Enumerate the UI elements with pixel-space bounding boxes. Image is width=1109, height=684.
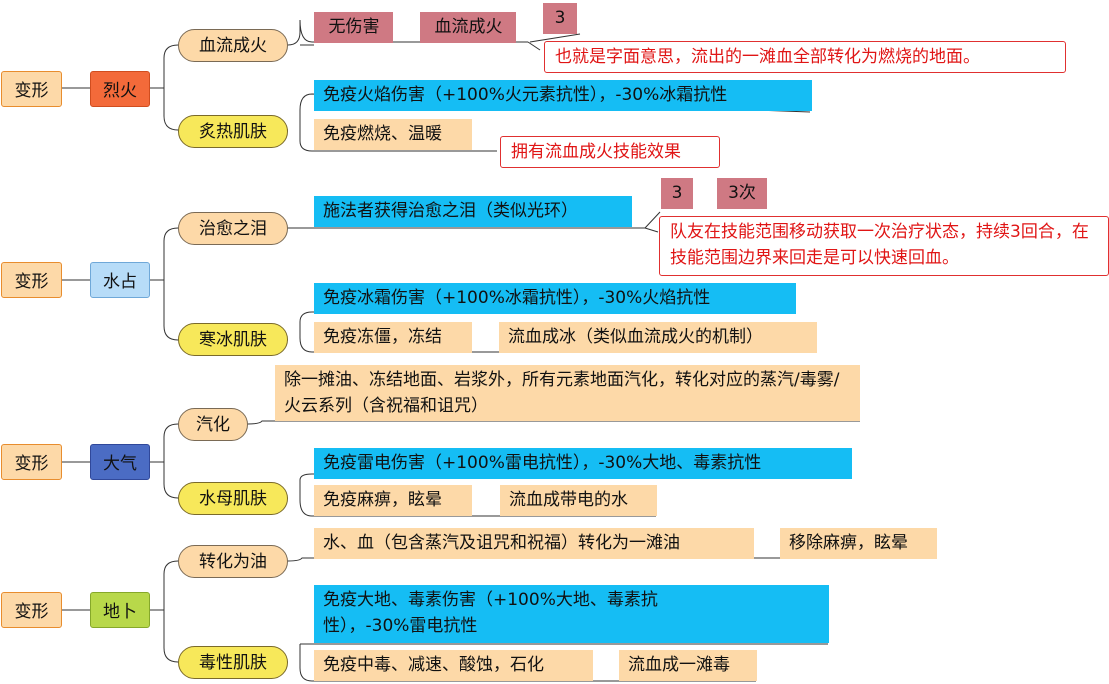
subtopic-node[interactable]: 转化为油: [178, 545, 288, 578]
note-box[interactable]: 也就是字面意思，流出的一滩血全部转化为燃烧的地面。: [544, 41, 1066, 73]
immunity-damage-box[interactable]: 免疫火焰伤害（+100%火元素抗性），-30%冰霜抗性: [314, 80, 812, 111]
immunity-status-box[interactable]: 免疫燃烧、温暖: [314, 119, 472, 150]
count-badge[interactable]: 3: [661, 178, 693, 209]
extra-box[interactable]: 流血成冰（类似血流成火的机制）: [499, 322, 817, 353]
note-box[interactable]: 队友在技能范围移动获取一次治疗状态，持续3回合，在技能范围边界来回走是可以快速回…: [659, 216, 1109, 276]
count-badge[interactable]: 3次: [717, 178, 767, 209]
note-box[interactable]: 拥有流血成火技能效果: [500, 136, 720, 168]
immunity-status-box[interactable]: 免疫麻痹，眩晕: [314, 485, 472, 516]
effect-box[interactable]: 施法者获得治愈之泪（类似光环）: [314, 196, 632, 227]
category-node-air[interactable]: 大气: [90, 444, 150, 480]
extra-box[interactable]: 流血成带电的水: [500, 485, 657, 516]
extra-box[interactable]: 移除麻痹，眩晕: [780, 528, 937, 559]
subtopic-node[interactable]: 血流成火: [178, 29, 288, 62]
count-badge[interactable]: 3: [543, 3, 577, 34]
immunity-damage-box[interactable]: 免疫大地、毒素伤害（+100%大地、毒素抗性），-30%雷电抗性: [314, 585, 829, 643]
effect-box[interactable]: 除一摊油、冻结地面、岩浆外，所有元素地面汽化，转化对应的蒸汽/毒雾/火云系列（含…: [275, 365, 860, 421]
effect-box[interactable]: 水、血（包含蒸汽及诅咒和祝福）转化为一滩油: [314, 528, 754, 559]
root-node[interactable]: 变形: [1, 444, 62, 480]
category-node-fire[interactable]: 烈火: [90, 71, 150, 107]
category-node-earth[interactable]: 地卜: [90, 592, 150, 628]
immunity-status-box[interactable]: 免疫冻僵，冻结: [314, 322, 472, 353]
tag-box[interactable]: 血流成火: [420, 12, 516, 43]
extra-box[interactable]: 流血成一滩毒: [619, 650, 757, 681]
root-node[interactable]: 变形: [1, 262, 62, 298]
subtopic-node[interactable]: 汽化: [178, 408, 248, 441]
subtopic-node[interactable]: 寒冰肌肤: [178, 323, 288, 356]
root-node[interactable]: 变形: [1, 592, 62, 628]
subtopic-node[interactable]: 炙热肌肤: [178, 115, 288, 148]
subtopic-node[interactable]: 毒性肌肤: [178, 646, 288, 679]
immunity-status-box[interactable]: 免疫中毒、减速、酸蚀，石化: [314, 650, 593, 681]
tag-box[interactable]: 无伤害: [314, 12, 393, 43]
immunity-damage-box[interactable]: 免疫雷电伤害（+100%雷电抗性），-30%大地、毒素抗性: [314, 448, 852, 479]
root-node[interactable]: 变形: [1, 71, 62, 107]
category-node-water[interactable]: 水占: [90, 262, 150, 298]
subtopic-node[interactable]: 水母肌肤: [178, 482, 288, 515]
immunity-damage-box[interactable]: 免疫冰霜伤害（+100%冰霜抗性），-30%火焰抗性: [314, 283, 796, 314]
subtopic-node[interactable]: 治愈之泪: [178, 212, 288, 245]
